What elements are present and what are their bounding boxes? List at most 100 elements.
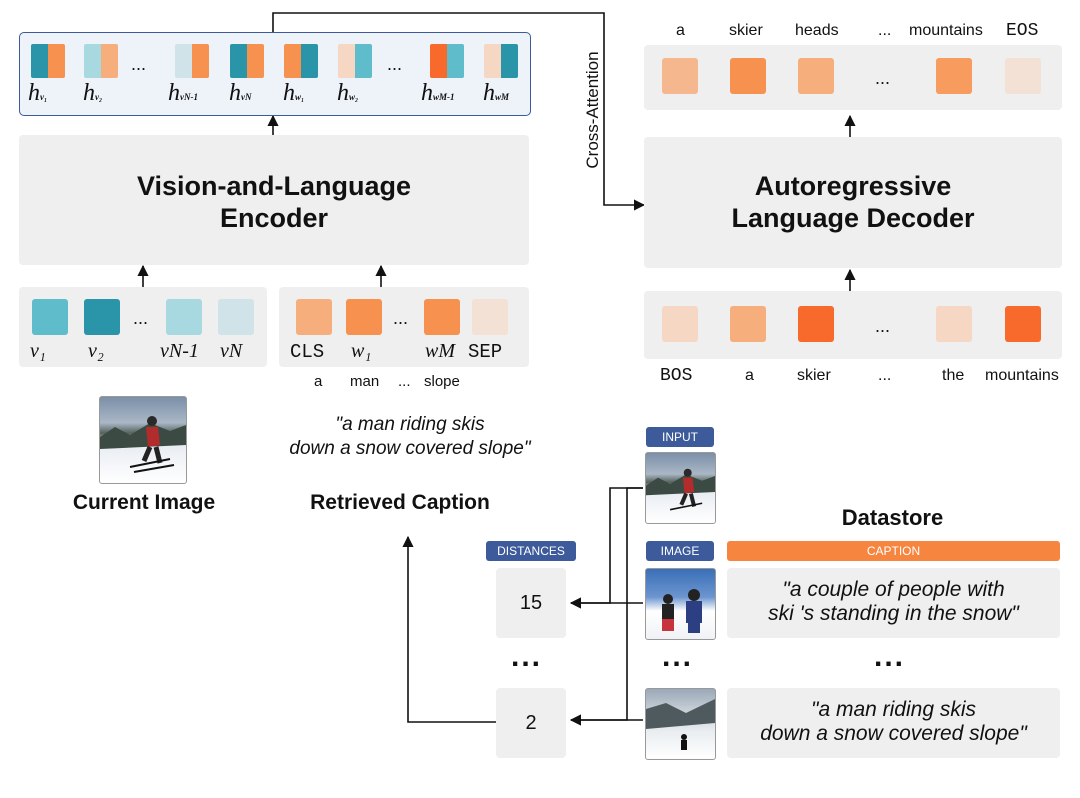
arrow-cross-attention [272,12,646,211]
visual-label-v1: v₁ [30,340,46,362]
distances-dots: ... [511,640,543,673]
decoder-output-panel [644,45,1062,110]
hidden-state-wM1 [430,44,464,78]
visual-label-v2: v₂ [88,340,104,362]
image-tag: IMAGE [646,541,714,561]
images-dots: ... [662,640,694,673]
decoder-output-token-4 [936,58,972,94]
decoder-output-word-ellipsis: ... [878,22,892,39]
mountain-skier-icon [646,699,715,750]
text-label-w1: w₁ [351,340,372,362]
hidden-label-vN1: hvN-1 [168,80,198,106]
hidden-state-w2 [338,44,372,78]
decoder-input-token-1 [662,306,698,342]
arrow-dist-to-retrieved [402,535,496,723]
input-tag: INPUT [646,427,714,447]
distances-tag: DISTANCES [486,541,576,561]
input-image-photo [645,452,716,524]
visual-label-vN: vN [220,340,243,362]
hidden-state-vN [230,44,264,78]
hidden-ellipsis-2: ... [387,54,403,74]
encoder-title-line1: Vision-and-Language [136,171,412,201]
current-image-label: Current Image [72,491,216,514]
decoder-input-word-bos: BOS [660,366,693,386]
decoder-output-token-3 [798,58,834,94]
skier-figure-icon [100,416,186,473]
hidden-label-wM: hwM [483,80,510,106]
decoder-input-token-2 [730,306,766,342]
hidden-label-w1: hw₁ [283,80,305,106]
datastore-caption-2: "a man riding skis down a snow covered s… [727,688,1060,758]
decoder-output-token-1 [662,58,698,94]
datastore-caption-1: "a couple of people with ski 's standing… [727,568,1060,638]
datastore-caption-2-line1: "a man riding skis [810,698,977,721]
decoder-title-line1: Autoregressive [754,171,952,201]
encoder-title-line2: Encoder [219,203,329,233]
arrow-input-to-dist1 [569,487,643,609]
decoder-output-word-eos: EOS [1006,21,1039,41]
current-image-photo [99,396,187,484]
text-label-wM: wM [425,340,455,362]
retrieved-caption-quote-line1: "a man riding skis [335,414,485,435]
decoder-output-word-a: a [676,22,685,39]
text-token-sep [472,299,508,335]
datastore-caption-2-line2: down a snow covered slope" [760,722,1027,745]
decoder-input-token-3 [798,306,834,342]
hidden-state-v2 [84,44,118,78]
hidden-label-wM1: hwM-1 [421,80,455,106]
visual-token-vN1 [166,299,202,335]
visual-token-vN [218,299,254,335]
hidden-state-wM [484,44,518,78]
retrieved-caption-label: Retrieved Caption [310,491,490,514]
hidden-label-v1: hv₁ [28,80,48,106]
hidden-label-v2: hv₂ [83,80,103,106]
decoder-output-token-5 [1005,58,1041,94]
datastore-image-1 [645,568,716,640]
distance-row-1: 15 [496,568,566,638]
decoder-input-panel [644,291,1062,359]
decoder-input-token-5 [1005,306,1041,342]
datastore-image-2 [645,688,716,760]
visual-token-v1 [32,299,68,335]
decoder-input-word-skier: skier [797,367,831,384]
datastore-caption-1-line1: "a couple of people with [782,578,1005,601]
text-word-a: a [314,373,323,390]
decoder-input-word-mountains: mountains [985,367,1059,384]
decoder-output-word-heads: heads [795,22,839,39]
visual-label-vN1: vN-1 [160,340,199,362]
decoder-input-word-a: a [745,367,754,384]
hidden-ellipsis-1: ... [131,54,147,74]
decoder-block [644,137,1062,268]
text-ellipsis: ... [393,308,409,328]
text-token-cls [296,299,332,335]
hidden-state-v1 [31,44,65,78]
arrow-input-to-dist2 [569,487,643,726]
visual-token-v2 [84,299,120,335]
hidden-label-vN: hvN [229,80,252,106]
datastore-title: Datastore [841,505,944,530]
decoder-input-word-the: the [942,367,965,384]
decoder-input-token-4 [936,306,972,342]
hidden-state-w1 [284,44,318,78]
encoder-block [19,135,529,265]
text-word-slope: slope [424,373,460,390]
decoder-input-ellipsis: ... [875,316,891,336]
decoder-output-ellipsis: ... [875,68,891,88]
text-label-sep: SEP [468,341,503,363]
decoder-title-line2: Language Decoder [731,203,975,233]
hidden-state-vN1 [175,44,209,78]
text-label-cls: CLS [290,341,325,363]
two-skiers-icon [662,589,702,633]
text-word-man: man [350,373,380,390]
text-token-wM [424,299,460,335]
decoder-output-word-skier: skier [729,22,763,39]
input-skier-icon [646,468,715,511]
visual-ellipsis: ... [133,308,149,328]
decoder-output-token-2 [730,58,766,94]
caption-tag: CAPTION [727,541,1060,561]
datastore-caption-1-line2: ski 's standing in the snow" [768,602,1019,625]
cross-attention-label: Cross-Attention [583,51,602,169]
text-word-ellipsis: ... [398,373,411,390]
distance-row-2: 2 [496,688,566,758]
